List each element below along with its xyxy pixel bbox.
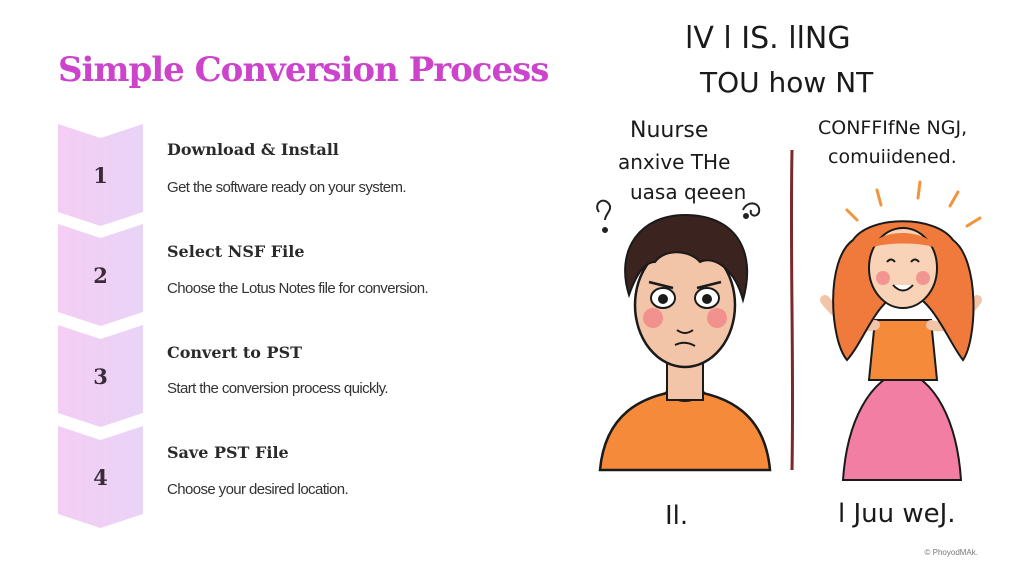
step-chevron-2: 2 <box>58 224 143 326</box>
step-chevron-3: 3 <box>58 325 143 427</box>
copyright-text: © PhoyodMAk. <box>924 548 978 557</box>
step-chevron-4: 4 <box>58 426 143 528</box>
slide-title: Simple Conversion Process <box>58 50 549 90</box>
left-figure-label: Il. <box>665 501 688 531</box>
left-caption-line-2: anxive THe <box>618 150 730 174</box>
right-figure-label: l Juu weJ. <box>838 499 956 529</box>
comparison-illustration: lV l IS. llNG TOU how NT Nuurse anxive T… <box>596 21 982 531</box>
illustration-header-line-2: TOU how NT <box>699 66 874 99</box>
step-number-4: 4 <box>93 464 108 490</box>
illustration-divider <box>789 149 795 471</box>
step-description-3: Start the conversion process quickly. <box>167 380 389 397</box>
step-number-1: 1 <box>93 162 108 188</box>
step-title-4: Save PST File <box>167 443 289 462</box>
illustration-header-line-1: lV l IS. llNG <box>685 21 851 56</box>
step-description-4: Choose your desired location. <box>167 481 349 498</box>
step-number-2: 2 <box>93 262 108 288</box>
step-number-3: 3 <box>93 363 108 389</box>
step-title-1: Download & Install <box>167 140 339 159</box>
question-swirl-icon <box>596 199 761 233</box>
right-caption-line-2: comuiidened. <box>828 146 957 168</box>
right-caption-line-1: CONFFIfNe NGJ, <box>818 117 967 139</box>
anxious-person-figure <box>598 213 772 472</box>
step-title-2: Select NSF File <box>167 242 305 261</box>
step-description-2: Choose the Lotus Notes file for conversi… <box>167 280 429 297</box>
step-chevron-1: 1 <box>58 124 143 226</box>
step-description-1: Get the software ready on your system. <box>167 179 407 196</box>
step-title-3: Convert to PST <box>167 343 303 362</box>
confident-person-figure <box>820 180 982 481</box>
left-caption-line-1: Nuurse <box>630 118 708 143</box>
left-caption-line-3: uasa qeeen <box>630 180 746 204</box>
